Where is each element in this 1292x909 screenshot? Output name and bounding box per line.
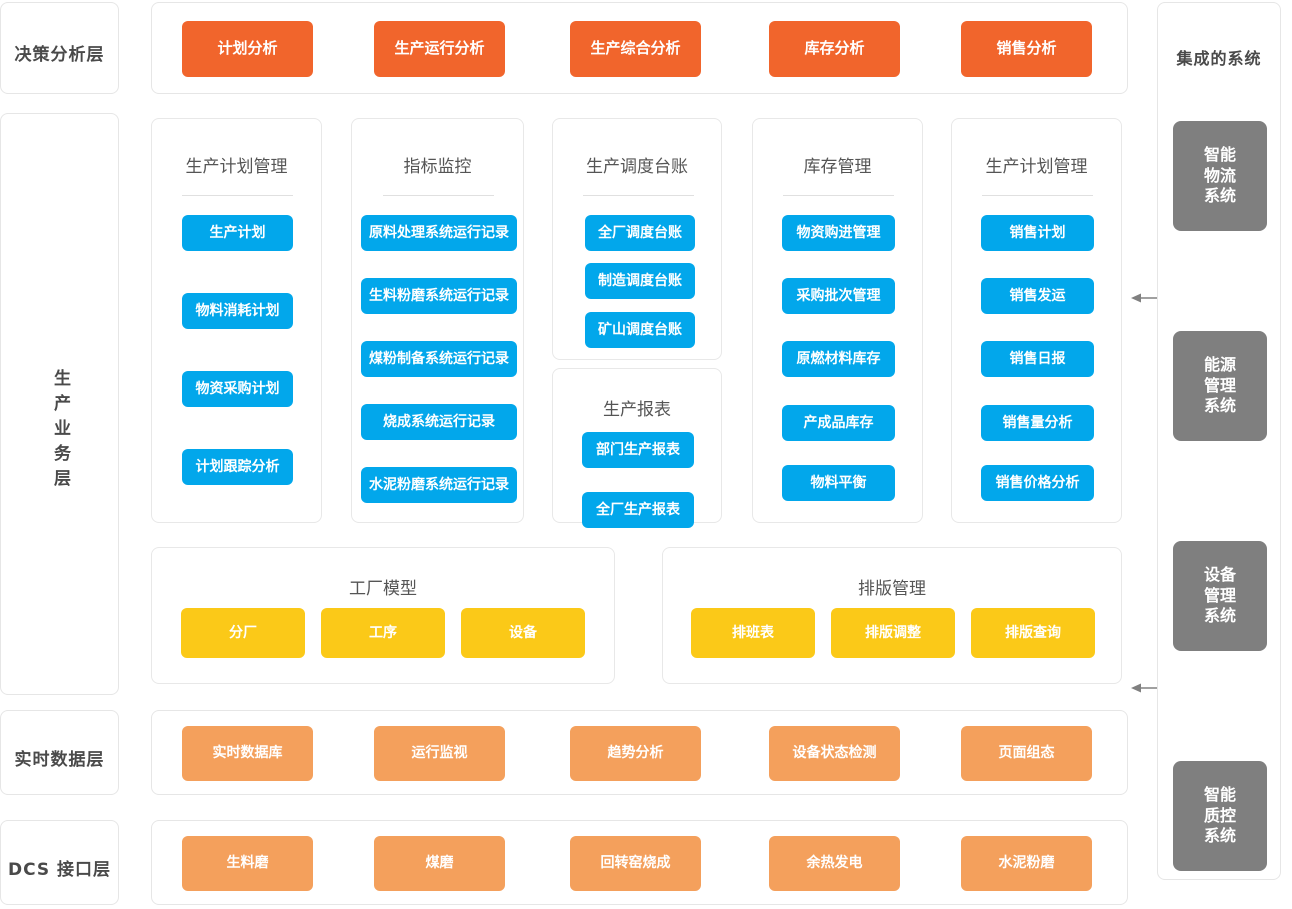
decision-analysis-panel: 计划分析 生产运行分析 生产综合分析 库存分析 销售分析 — [151, 2, 1128, 94]
realtime-button-1[interactable]: 运行监视 — [374, 726, 505, 781]
module-button-manufacturing-dispatch-ledger[interactable]: 制造调度台账 — [585, 263, 695, 299]
layer-panel-dcs: DCS 接口层 — [0, 820, 119, 905]
integrated-system-smart-quality-control[interactable]: 智能 质控 系统 — [1173, 761, 1267, 871]
module-button-department-production-report[interactable]: 部门生产报表 — [582, 432, 694, 468]
integrated-system-line: 物流 — [1203, 165, 1236, 185]
module-button-sales-plan[interactable]: 销售计划 — [981, 215, 1094, 251]
module-button-plant-dispatch-ledger[interactable]: 全厂调度台账 — [585, 215, 695, 251]
integrated-system-equipment-management[interactable]: 设备 管理 系统 — [1173, 541, 1267, 651]
integrated-system-line: 系统 — [1203, 826, 1236, 846]
realtime-data-panel: 实时数据库 运行监视 趋势分析 设备状态检测 页面组态 — [151, 710, 1128, 795]
module-button-material-purchase-plan[interactable]: 物资采购计划 — [182, 371, 293, 407]
module-button-calcination-system-log[interactable]: 烧成系统运行记录 — [361, 404, 517, 440]
layer-panel-decision: 决策分析层 — [0, 2, 119, 94]
model-button-equipment[interactable]: 设备 — [461, 608, 585, 658]
module-button-raw-fuel-inventory[interactable]: 原燃材料库存 — [782, 341, 895, 377]
realtime-button-0[interactable]: 实时数据库 — [182, 726, 313, 781]
module-button-sales-price-analysis[interactable]: 销售价格分析 — [981, 465, 1094, 501]
card-title-production-dispatch-ledger: 生产调度台账 — [586, 157, 688, 177]
module-button-cement-grinding-system-log[interactable]: 水泥粉磨系统运行记录 — [361, 467, 517, 503]
card-divider — [583, 195, 694, 196]
decision-button-3[interactable]: 库存分析 — [769, 21, 900, 77]
integrated-system-line: 智能 — [1203, 785, 1236, 805]
card-divider — [982, 195, 1093, 196]
integrated-systems-title: 集成的系统 — [1176, 49, 1262, 68]
card-shift-schedule-management: 排版管理 排班表 排版调整 排版查询 — [662, 547, 1122, 684]
schedule-button-shift-adjustment[interactable]: 排版调整 — [831, 608, 955, 658]
module-button-material-purchase-management[interactable]: 物资购进管理 — [782, 215, 895, 251]
integrated-system-line: 管理 — [1203, 585, 1236, 605]
card-divider — [783, 195, 894, 196]
decision-button-1[interactable]: 生产运行分析 — [374, 21, 505, 77]
schedule-button-shift-query[interactable]: 排版查询 — [971, 608, 1095, 658]
dcs-button-0[interactable]: 生料磨 — [182, 836, 313, 891]
integrated-system-line: 系统 — [1203, 186, 1236, 206]
module-button-material-consumption-plan[interactable]: 物料消耗计划 — [182, 293, 293, 329]
integrated-systems-panel: 集成的系统 智能 物流 系统 能源 管理 系统 设备 管理 系统 智能 质控 系… — [1157, 2, 1281, 880]
card-production-dispatch-ledger: 生产调度台账 全厂调度台账 制造调度台账 矿山调度台账 — [552, 118, 722, 360]
layer-label-decision: 决策分析层 — [14, 45, 105, 65]
integrated-system-line: 能源 — [1203, 355, 1236, 375]
module-button-mine-dispatch-ledger[interactable]: 矿山调度台账 — [585, 312, 695, 348]
module-button-sales-volume-analysis[interactable]: 销售量分析 — [981, 405, 1094, 441]
module-button-finished-product-inventory[interactable]: 产成品库存 — [782, 405, 895, 441]
integrated-system-line: 系统 — [1203, 606, 1236, 626]
card-title-factory-model: 工厂模型 — [349, 579, 417, 599]
schedule-button-shift-table[interactable]: 排班表 — [691, 608, 815, 658]
model-button-branch-plant[interactable]: 分厂 — [181, 608, 305, 658]
layer-label-business: 生产业务层 — [50, 369, 70, 494]
arrow-to-model-layer — [1131, 682, 1159, 694]
decision-button-4[interactable]: 销售分析 — [961, 21, 1092, 77]
module-button-coal-preparation-system-log[interactable]: 煤粉制备系统运行记录 — [361, 341, 517, 377]
module-button-purchase-batch-management[interactable]: 采购批次管理 — [782, 278, 895, 314]
card-production-plan-management: 生产计划管理 生产计划 物料消耗计划 物资采购计划 计划跟踪分析 — [151, 118, 322, 523]
card-factory-model: 工厂模型 分厂 工序 设备 — [151, 547, 615, 684]
integrated-system-energy-management[interactable]: 能源 管理 系统 — [1173, 331, 1267, 441]
module-button-plan-tracking-analysis[interactable]: 计划跟踪分析 — [182, 449, 293, 485]
integrated-system-line: 系统 — [1203, 396, 1236, 416]
realtime-button-2[interactable]: 趋势分析 — [570, 726, 701, 781]
card-title-sales-plan-management: 生产计划管理 — [985, 157, 1088, 177]
model-button-process[interactable]: 工序 — [321, 608, 445, 658]
module-button-material-balance[interactable]: 物料平衡 — [782, 465, 895, 501]
card-divider — [182, 195, 293, 196]
dcs-button-3[interactable]: 余热发电 — [769, 836, 900, 891]
realtime-button-3[interactable]: 设备状态检测 — [769, 726, 900, 781]
integrated-system-line: 管理 — [1203, 375, 1236, 395]
dcs-button-2[interactable]: 回转窑烧成 — [570, 836, 701, 891]
module-button-production-plan[interactable]: 生产计划 — [182, 215, 293, 251]
module-button-raw-material-system-log[interactable]: 原料处理系统运行记录 — [361, 215, 517, 251]
card-title-indicator-monitoring: 指标监控 — [403, 157, 472, 177]
module-button-sales-daily-report[interactable]: 销售日报 — [981, 341, 1094, 377]
card-indicator-monitoring: 指标监控 原料处理系统运行记录 生料粉磨系统运行记录 煤粉制备系统运行记录 烧成… — [351, 118, 524, 523]
business-layer-panel: 生产计划管理 生产计划 物料消耗计划 物资采购计划 计划跟踪分析 指标监控 原料… — [151, 113, 1128, 695]
decision-button-0[interactable]: 计划分析 — [182, 21, 313, 77]
card-title-inventory-management: 库存管理 — [803, 157, 872, 177]
layer-label-realtime: 实时数据层 — [14, 750, 105, 770]
module-button-sales-shipment[interactable]: 销售发运 — [981, 278, 1094, 314]
arrow-to-business-layer — [1131, 292, 1159, 304]
dcs-interface-panel: 生料磨 煤磨 回转窑烧成 余热发电 水泥粉磨 — [151, 820, 1128, 905]
card-title-production-plan-management: 生产计划管理 — [185, 157, 288, 177]
layer-panel-business: 生产业务层 — [0, 113, 119, 695]
card-divider — [383, 195, 494, 196]
layer-panel-realtime: 实时数据层 — [0, 710, 119, 795]
dcs-button-4[interactable]: 水泥粉磨 — [961, 836, 1092, 891]
realtime-button-4[interactable]: 页面组态 — [961, 726, 1092, 781]
layer-label-dcs: DCS 接口层 — [7, 860, 112, 880]
module-button-plant-production-report[interactable]: 全厂生产报表 — [582, 492, 694, 528]
integrated-system-line: 智能 — [1203, 145, 1236, 165]
card-title-production-report: 生产报表 — [603, 400, 671, 420]
card-inventory-management: 库存管理 物资购进管理 采购批次管理 原燃材料库存 产成品库存 物料平衡 — [752, 118, 923, 523]
integrated-system-smart-logistics[interactable]: 智能 物流 系统 — [1173, 121, 1267, 231]
module-button-raw-meal-grinding-system-log[interactable]: 生料粉磨系统运行记录 — [361, 278, 517, 314]
integrated-system-line: 质控 — [1203, 805, 1236, 825]
dcs-button-1[interactable]: 煤磨 — [374, 836, 505, 891]
card-title-shift-schedule-management: 排版管理 — [858, 579, 926, 599]
decision-button-2[interactable]: 生产综合分析 — [570, 21, 701, 77]
card-sales-plan-management: 生产计划管理 销售计划 销售发运 销售日报 销售量分析 销售价格分析 — [951, 118, 1122, 523]
card-production-report: 生产报表 部门生产报表 全厂生产报表 — [552, 368, 722, 528]
integrated-system-line: 设备 — [1203, 565, 1236, 585]
